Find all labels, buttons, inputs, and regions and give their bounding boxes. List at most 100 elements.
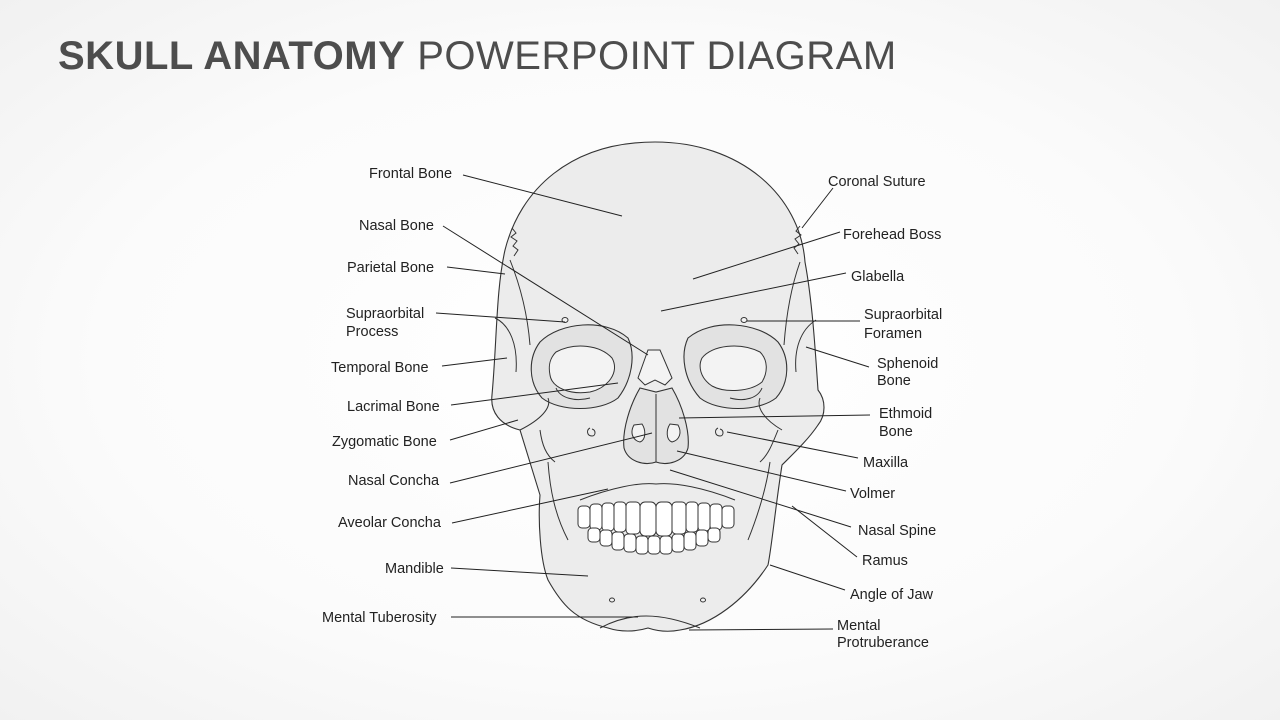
- tooth: [707, 527, 721, 543]
- label-maxilla: Maxilla: [863, 455, 909, 471]
- leader-nasal-spine: [669, 469, 852, 528]
- tooth: [659, 535, 673, 555]
- left-infraorbital-foramen: [587, 427, 596, 437]
- title-bold: SKULL ANATOMY: [58, 34, 406, 78]
- label-mental-protruberance-line1: Mental: [837, 618, 881, 634]
- right-infraorbital-foramen: [715, 427, 724, 437]
- label-ramus: Ramus: [862, 553, 908, 569]
- left-cheek-line: [539, 429, 556, 463]
- label-supraorbital-foramen-line1: Supraorbital: [864, 307, 942, 323]
- tooth: [639, 501, 657, 537]
- right-zygomatic-arch: [758, 397, 783, 431]
- maxilla-ridge: [579, 483, 736, 501]
- label-supraorbital-process-line1: Supraorbital: [346, 306, 424, 322]
- tooth: [721, 505, 735, 529]
- tooth: [683, 531, 697, 551]
- leader-frontal-bone: [462, 174, 623, 217]
- label-sphenoid-bone-line1: Sphenoid: [877, 356, 938, 372]
- tooth: [589, 503, 603, 531]
- tooth: [625, 501, 641, 535]
- label-ethmoid-bone-line2: Bone: [879, 424, 913, 440]
- label-nasal-spine: Nasal Spine: [858, 523, 936, 539]
- leader-mandible: [450, 567, 589, 577]
- nasal-bones: [637, 349, 673, 386]
- tooth: [647, 535, 661, 555]
- leader-aveolar-concha: [451, 488, 609, 524]
- leader-temporal-bone: [441, 357, 508, 367]
- skull-illustration: [491, 141, 825, 632]
- label-nasal-bone: Nasal Bone: [359, 218, 434, 234]
- leader-nasal-bone: [442, 225, 649, 356]
- label-mental-protruberance-line2: Protruberance: [837, 635, 929, 651]
- title-light: POWERPOINT DIAGRAM: [417, 34, 897, 78]
- leader-volmer: [676, 450, 847, 492]
- tooth: [623, 533, 637, 553]
- tooth: [697, 502, 711, 532]
- left-mental-foramen: [609, 597, 615, 603]
- lower-teeth: [587, 527, 721, 555]
- left-orbit-fissure: [548, 345, 615, 394]
- leader-nasal-concha: [449, 432, 653, 484]
- label-nasal-concha: Nasal Concha: [348, 473, 440, 489]
- right-supraorbital-foramen: [740, 317, 748, 323]
- leader-maxilla: [726, 431, 859, 459]
- tooth: [671, 501, 687, 535]
- tooth: [655, 501, 673, 537]
- right-orbit-floor: [729, 387, 763, 401]
- label-supraorbital-foramen-line2: Foramen: [864, 326, 922, 342]
- leader-zygomatic-bone: [449, 419, 519, 441]
- tooth: [671, 533, 685, 553]
- leader-lacrimal-bone: [450, 382, 619, 406]
- left-coronal-suture: [510, 227, 519, 257]
- left-ramus: [547, 461, 569, 541]
- chin-contour: [599, 615, 701, 629]
- right-orbit-fissure: [699, 345, 767, 391]
- leader-coronal-suture: [801, 187, 834, 229]
- label-glabella: Glabella: [851, 269, 905, 285]
- right-cheek-line: [759, 429, 779, 463]
- left-orbit-floor: [555, 387, 591, 401]
- label-forehead-boss: Forehead Boss: [843, 227, 941, 243]
- label-mandible: Mandible: [385, 561, 444, 577]
- tooth: [695, 529, 709, 547]
- left-labels: Frontal Bone Nasal Bone Parietal Bone Su…: [322, 166, 452, 626]
- tooth: [613, 501, 627, 533]
- cranium-outline: [491, 141, 825, 632]
- left-temporal-line: [509, 259, 531, 346]
- label-volmer: Volmer: [850, 486, 895, 502]
- right-ramus: [747, 461, 771, 541]
- leader-forehead-boss: [692, 231, 841, 280]
- tooth: [599, 529, 613, 547]
- right-nasal-concha: [666, 423, 681, 443]
- right-labels: Coronal Suture Forehead Boss Glabella Su…: [828, 174, 942, 651]
- leader-mental-protruberance: [688, 628, 834, 631]
- right-mental-foramen: [700, 597, 706, 603]
- tooth: [587, 527, 601, 543]
- upper-teeth: [577, 501, 735, 537]
- label-ethmoid-bone-line1: Ethmoid: [879, 406, 932, 422]
- label-frontal-bone: Frontal Bone: [369, 166, 452, 182]
- leader-lines: [435, 174, 871, 631]
- leader-parietal-bone: [446, 266, 506, 275]
- tooth: [635, 535, 649, 555]
- label-lacrimal-bone: Lacrimal Bone: [347, 399, 440, 415]
- label-temporal-bone: Temporal Bone: [331, 360, 429, 376]
- leader-glabella: [660, 272, 847, 312]
- label-supraorbital-process-line2: Process: [346, 324, 398, 340]
- label-angle-of-jaw: Angle of Jaw: [850, 587, 934, 603]
- tooth: [685, 501, 699, 533]
- label-parietal-bone: Parietal Bone: [347, 260, 434, 276]
- tooth: [577, 505, 591, 529]
- label-aveolar-concha: Aveolar Concha: [338, 515, 442, 531]
- right-sphenoid-edge: [795, 319, 817, 373]
- leader-sphenoid-bone: [805, 346, 870, 368]
- right-coronal-suture: [793, 225, 802, 255]
- right-temporal-line: [783, 261, 801, 346]
- leader-angle-of-jaw: [769, 564, 846, 591]
- label-mental-tuberosity: Mental Tuberosity: [322, 610, 437, 626]
- tooth: [709, 503, 723, 531]
- leader-ramus: [791, 505, 858, 558]
- leader-ethmoid-bone: [678, 414, 871, 419]
